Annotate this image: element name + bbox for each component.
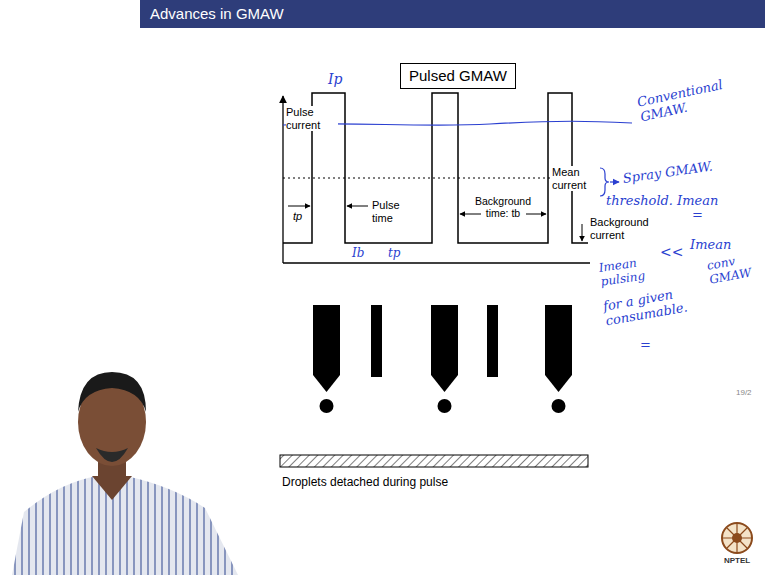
metal-droplet — [320, 399, 334, 413]
header-band — [140, 0, 765, 28]
nptel-logo — [722, 523, 752, 553]
dimension-arrow — [582, 224, 583, 241]
nptel-logo — [723, 524, 751, 552]
handwritten-brace — [600, 168, 609, 196]
electrode-wire — [545, 305, 572, 392]
handwritten-mark: << — [660, 244, 683, 260]
electrode-wire — [487, 305, 498, 377]
electrode-wire — [431, 305, 458, 392]
current-symbol: Ib — [352, 247, 364, 259]
pulse-time-label: Pulse time — [372, 199, 412, 224]
lecturer-shirt — [12, 476, 238, 575]
workpiece — [280, 455, 588, 467]
handwritten-note: conv GMAW — [706, 251, 762, 287]
metal-droplet — [438, 399, 452, 413]
figure-caption: Droplets detached during pulse — [282, 476, 448, 490]
handwritten-note: for a given consumable. — [602, 283, 702, 329]
pulse-waveform — [283, 93, 588, 243]
time-symbol: tp — [293, 210, 302, 223]
mean-current-line — [283, 178, 550, 179]
slide-title: Advances in GMAW — [150, 5, 284, 22]
electrode-wire — [371, 305, 382, 377]
mean-current-label: Mean current — [552, 166, 598, 191]
handwritten-mark: = — [640, 338, 651, 353]
time-axis — [283, 262, 590, 263]
background-current-label: Background current — [590, 216, 660, 241]
time-symbol: tp — [388, 247, 401, 259]
box-title: Pulsed GMAW — [409, 67, 507, 85]
lecturer-moustache — [96, 448, 128, 462]
handwritten-note: Imean pulsing — [598, 255, 653, 290]
dimension-arrow — [288, 206, 310, 207]
lecturer-hair — [78, 372, 146, 412]
handwritten-note: Imean — [690, 238, 731, 253]
dimension-arrow — [526, 214, 546, 215]
current-symbol: Ip — [328, 71, 343, 87]
handwritten-note: Conventional GMAW. — [636, 78, 728, 126]
handwritten-note: Spray GMAW. — [622, 159, 714, 186]
logo-text: NPTEL — [724, 556, 750, 565]
title-box: Pulsed GMAW — [400, 63, 516, 89]
dimension-arrow — [347, 206, 368, 207]
axis-label: Pulse current — [286, 106, 338, 131]
handwritten-arrow — [610, 181, 619, 182]
background-time-label: Background time: tb — [470, 195, 536, 219]
handwritten-mark: = — [692, 208, 703, 223]
handwritten-note: threshold. Imean — [606, 194, 718, 209]
electrode-wire — [313, 305, 340, 392]
metal-droplet — [552, 399, 566, 413]
dimension-arrow — [460, 214, 481, 215]
current-axis — [282, 96, 283, 263]
page-number: 19/2 — [736, 388, 752, 397]
